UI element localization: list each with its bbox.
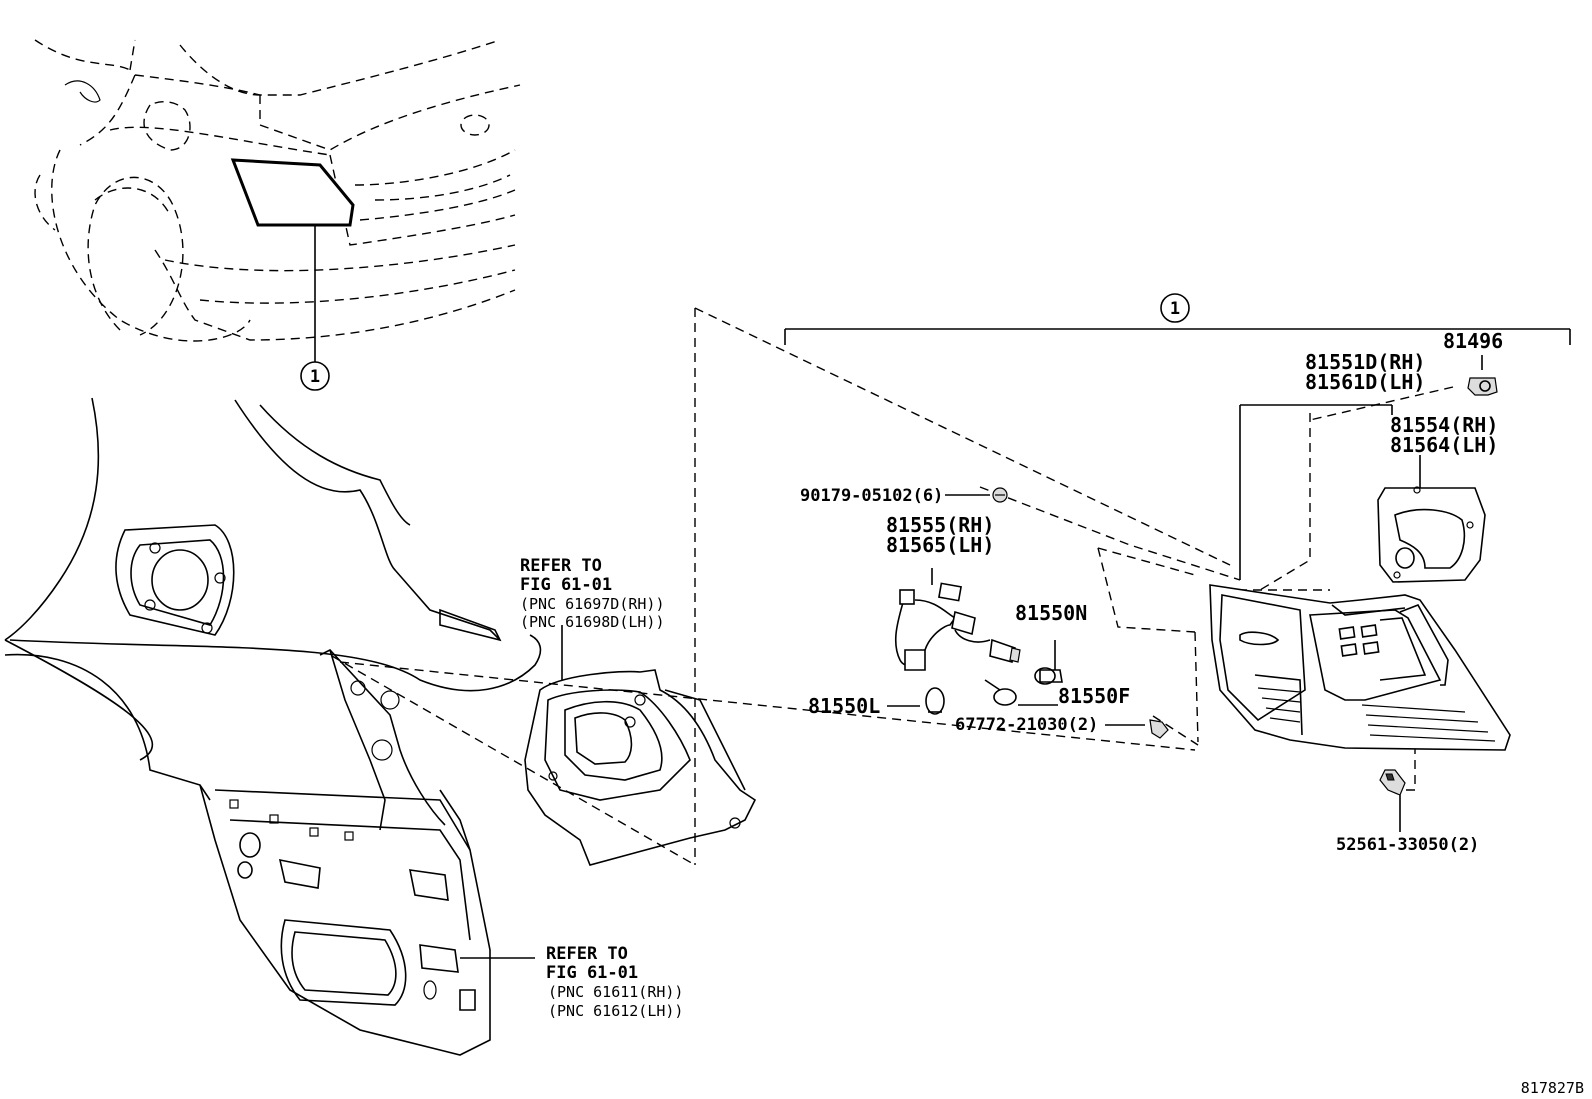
part-label-81550l: 81550L (808, 694, 880, 718)
refer-upper-pnc-lh: (PNC 61698D(LH)) (520, 613, 665, 631)
gasket (1377, 455, 1486, 583)
part-label-81561d: 81561D(LH) (1305, 370, 1425, 394)
assembly-bracket: 1 (784, 293, 1571, 345)
bulb-icon (887, 687, 945, 715)
part-label-52561: 52561-33050(2) (1336, 835, 1479, 855)
part-label-81565: 81565(LH) (886, 533, 994, 557)
part-label-81551d: 81551D(RH) (1305, 350, 1425, 374)
refer-lower-line2: FIG 61-01 (546, 963, 638, 983)
refer-upper-pnc-rh: (PNC 61697D(RH)) (520, 595, 665, 613)
tail-lamp-assembly (1209, 404, 1511, 751)
callout-marker-vehicle: 1 (310, 367, 320, 387)
part-label-67772: 67772-21030(2) (955, 715, 1098, 735)
quarter-panel-illustration (4, 397, 542, 1056)
socket-icon (894, 568, 1021, 671)
screw-icon (945, 487, 1008, 503)
refer-lower-pnc-rh: (PNC 61611(RH)) (548, 983, 683, 1001)
clip-icon (1379, 769, 1406, 832)
part-label-81496: 81496 (1443, 329, 1503, 353)
part-label-81550n: 81550N (1015, 601, 1087, 625)
part-label-81555: 81555(RH) (886, 513, 994, 537)
clip-icon (1467, 355, 1498, 396)
refer-lower-pnc-lh: (PNC 61612(LH)) (548, 1002, 683, 1020)
projection-lines (331, 307, 1454, 866)
refer-upper-line2: FIG 61-01 (520, 575, 612, 595)
bulb-icon (984, 679, 1058, 706)
part-label-90179: 90179-05102(6) (800, 486, 943, 506)
refer-upper-line1: REFER TO (520, 556, 602, 576)
refer-lower-line1: REFER TO (546, 944, 628, 964)
figure-id: 817827B (1521, 1079, 1584, 1097)
callout-marker-assembly: 1 (1170, 299, 1180, 319)
part-label-81554: 81554(RH) (1390, 413, 1498, 437)
part-label-81550f: 81550F (1058, 684, 1130, 708)
screw-icon (1105, 719, 1169, 739)
lamp-housing-bracket-illustration (524, 625, 757, 866)
vehicle-rear-illustration: 1 (34, 39, 521, 391)
bulb-icon (1034, 640, 1063, 685)
part-labels: 81496 81551D(RH) 81561D(LH) 81554(RH) 81… (520, 329, 1584, 1097)
part-label-81564: 81564(LH) (1390, 433, 1498, 457)
